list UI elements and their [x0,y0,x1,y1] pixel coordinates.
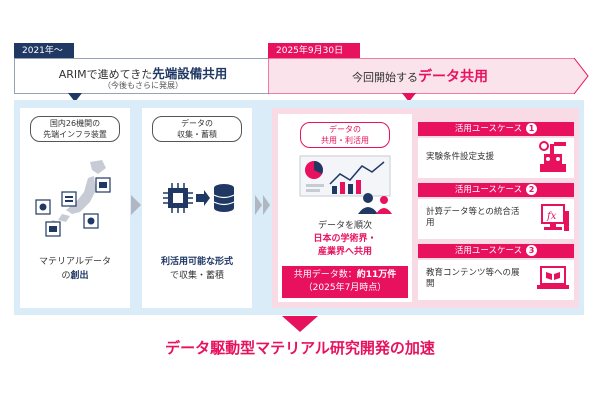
share-text-highlight2: 産業界へ共用 [317,247,372,257]
use-case-2-body: 計算データ等との統合活用 fx [418,199,574,239]
infra-title-pill [30,116,120,142]
chip-to-database-icon [163,183,235,213]
infra-text-suffix: の [61,271,71,281]
infra-title-line2: 先端インフラ装置 [43,130,107,139]
equipment-sharing-title: ARIMで進めてきた先端設備共用 [15,63,271,82]
down-arrow-icon [68,93,82,102]
share-text-line1: データを順次 [317,221,372,231]
laptop-book-icon [537,266,569,289]
double-chevron-right-icon [255,195,270,215]
infra-text-line2: の創出 [20,270,130,283]
svg-text:fx: fx [546,211,557,222]
equipment-sharing-highlight: 先端設備共用 [152,66,228,81]
collect-text-line1: 利活用可能な形式 [142,256,252,269]
use-case-3-label: 活用ユースケース [454,246,523,256]
data-sharing-prefix: 今回開始する [352,71,418,84]
shared-data-count: 共用データ数：約11万件 [282,269,408,282]
share-title-pill [300,122,390,148]
conclusion-arrow-icon [282,316,318,332]
data-sharing-arrow [268,58,589,94]
computer-fx-icon: fx [541,204,569,231]
use-case-1-body: 実験条件設定支援 [418,138,574,178]
use-case-3-text: 教育コンテンツ等への展開 [426,268,520,289]
use-case-2-text: 計算データ等との統合活用 [426,207,520,228]
infra-text-line1: マテリアルデータ [39,257,111,267]
robot-arm-icon [539,141,566,172]
collect-text-line2: で収集・蓄積 [169,271,224,281]
shared-data-count-note: （2025年7月時点） [303,283,387,293]
collect-title-line2: 収集・蓄積 [177,130,217,139]
shared-data-count-label: 共用データ数： [293,270,357,280]
collect-title-line1: データの [181,119,213,128]
equipment-sharing-sub: （今後もさらに発展） [103,81,183,90]
use-case-1-text: 実験条件設定支援 [426,152,495,162]
collect-text-highlight: 利活用可能な形式 [160,257,233,267]
use-case-3-body: 教育コンテンツ等への展開 [418,260,574,300]
shared-data-count-box: 共用データ数：約11万件 （2025年7月時点） [282,266,408,298]
data-dashboard-people-icon [299,155,392,214]
japan-map-icon [35,160,111,237]
use-case-3-number: 3 [526,245,538,256]
use-case-2-label: 活用ユースケース [454,185,523,195]
collect-card: データの 収集・蓄積 利活用可能な形式 で収集・蓄積 [142,108,252,308]
infra-card: 国内26機関の 先端インフラ装置 マテリアルデータ の創出 [20,108,130,308]
new-date-tag: 2025年9月30日～ [268,43,360,72]
start-date-tag: 2021年～ [14,43,74,59]
use-case-1-number: 1 [526,123,538,134]
equipment-sharing-box: ARIMで進めてきた先端設備共用 （今後もさらに発展） [14,58,272,94]
infra-title-line1: 国内26機関の [49,119,101,128]
equipment-sharing-prefix: ARIMで進めてきた [58,68,153,81]
collect-title-pill [152,116,242,142]
use-case-2-number: 2 [526,184,538,195]
data-sharing-highlight: データ共用 [418,69,488,85]
use-case-1-label: 活用ユースケース [454,124,523,134]
chevron-right-icon [131,195,141,215]
share-title-line2: 共用・利活用 [321,136,369,145]
shared-data-count-value: 約11万件 [356,270,397,280]
down-arrow-icon [402,93,416,102]
share-text-highlight1: 日本の学術界・ [313,234,377,244]
infra-text-highlight: 創出 [70,271,89,281]
conclusion-text: データ駆動型マテリアル研究開発の加速 [165,339,435,357]
data-sharing-title: 今回開始するデータ共用 [300,66,540,86]
share-title-line1: データの [329,125,361,134]
